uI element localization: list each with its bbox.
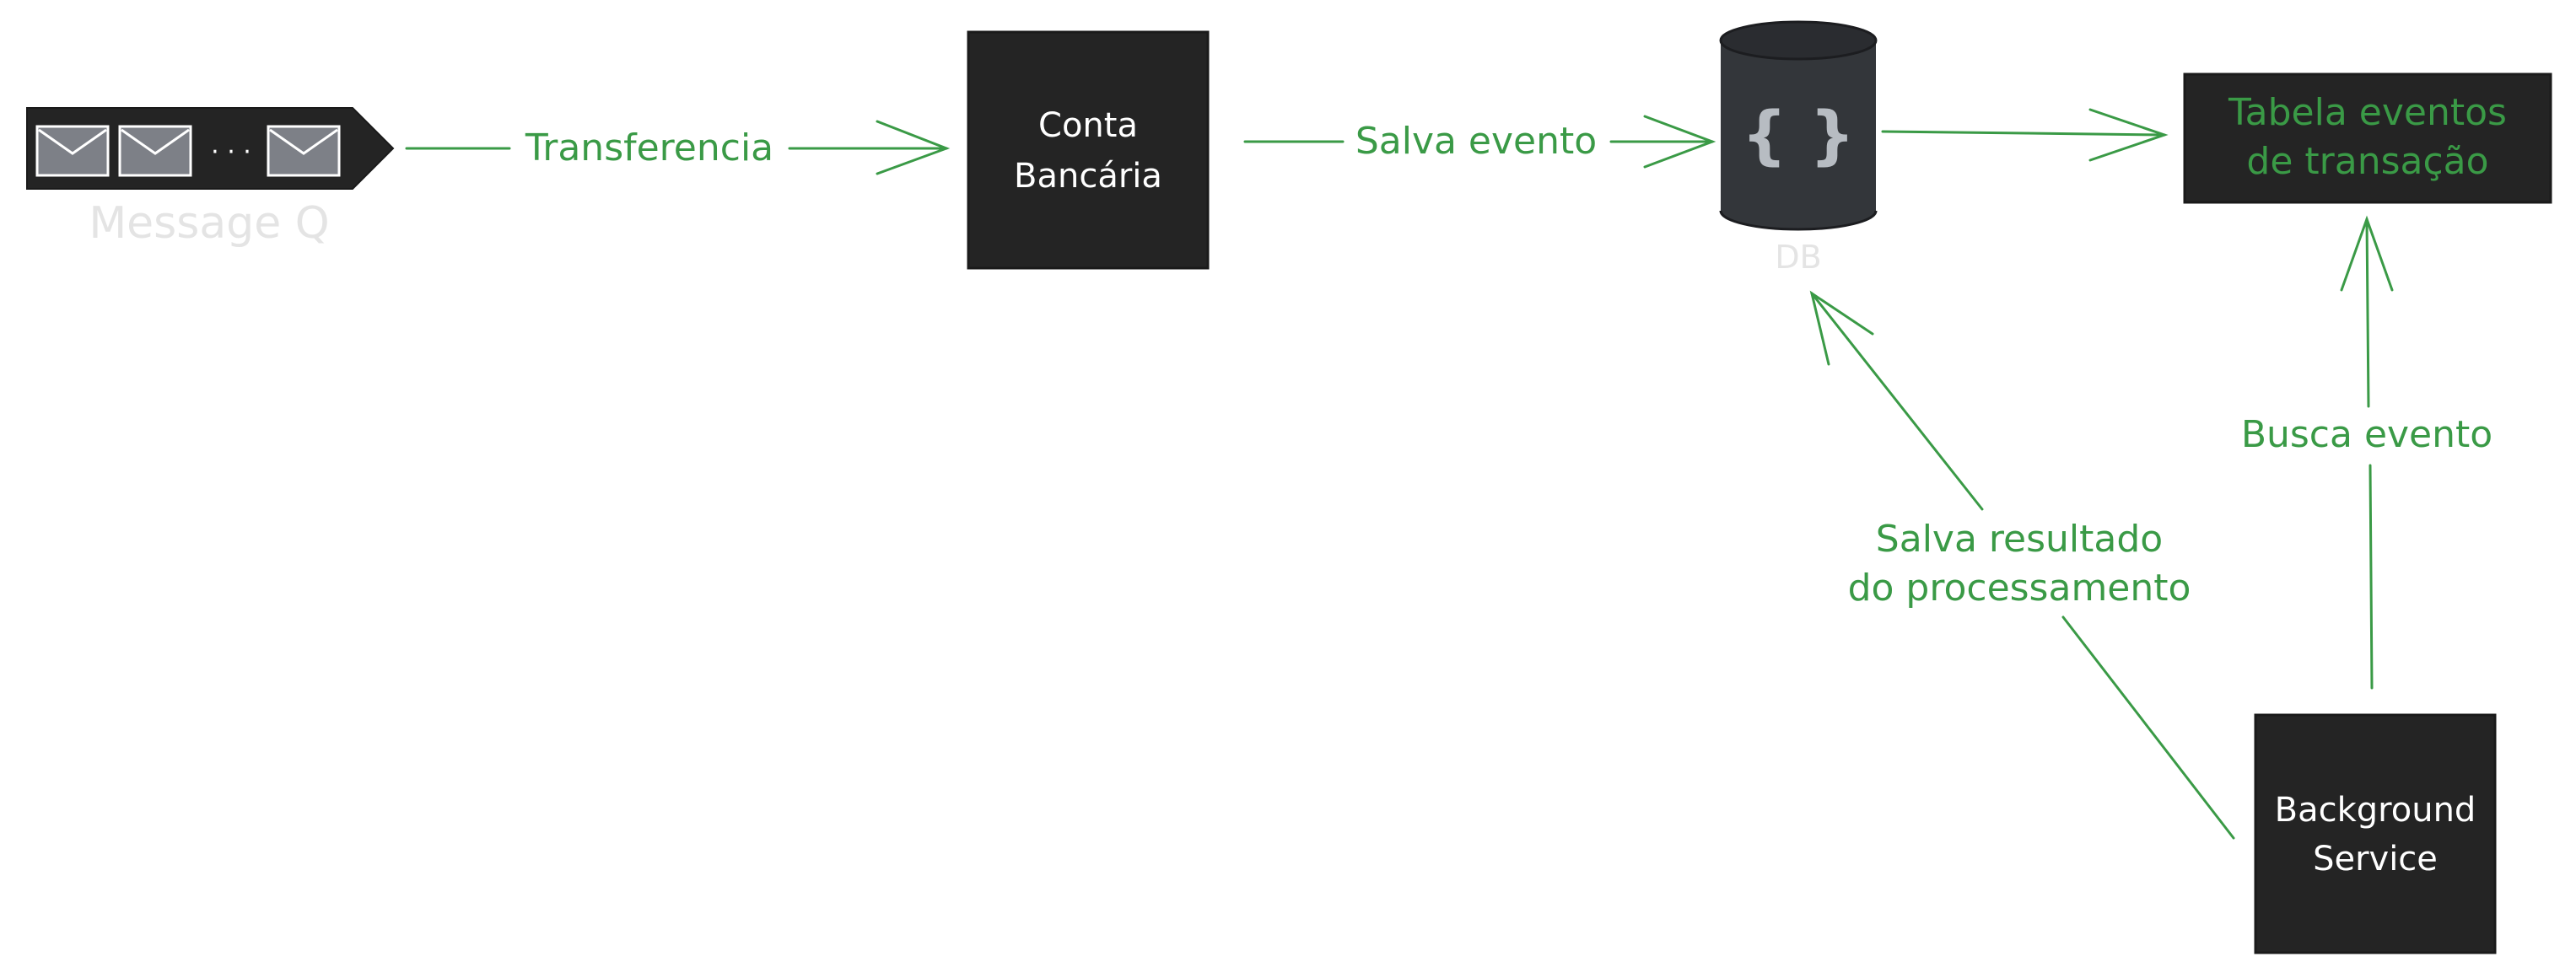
tabela-label-line1: Tabela eventos (2228, 91, 2507, 134)
conta-label-line1: Conta (1038, 106, 1138, 145)
conta-bancaria-node: Conta Bancária (967, 30, 1210, 270)
db-caption: DB (1775, 239, 1821, 276)
arrow-db-to-tabela (1881, 108, 2169, 162)
envelope-icon (118, 125, 192, 177)
conta-label-line2: Bancária (1014, 157, 1162, 196)
arrow-busca-evento (2340, 215, 2394, 690)
message-queue: · · · (26, 107, 395, 190)
background-label-line1: Background (2275, 791, 2476, 830)
background-service-node: Background Service (2254, 713, 2497, 954)
background-label-line2: Service (2313, 840, 2438, 879)
edge-label-busca-evento: Busca evento (2241, 413, 2492, 456)
edge-label-salva-resultado-line2: do processamento (1848, 567, 2191, 610)
arrow-salva-evento (1243, 115, 1716, 169)
queue-caption: Message Q (89, 198, 329, 249)
edge-label-salva-evento: Salva evento (1355, 120, 1597, 163)
database-node: { } (1719, 20, 1878, 231)
envelope-icon (267, 125, 341, 177)
envelope-icon (35, 125, 110, 177)
database-icon: { } (1742, 97, 1856, 172)
edge-label-salva-resultado-line1: Salva resultado (1876, 518, 2163, 561)
queue-dots: · · · (211, 137, 251, 167)
arrow-salva-resultado (1809, 290, 2235, 840)
arrow-transferencia (405, 120, 951, 175)
tabela-eventos-node: Tabela eventos de transação (2183, 73, 2552, 204)
tabela-label-line2: de transação (2246, 140, 2488, 183)
edge-label-transferencia: Transferencia (525, 126, 773, 169)
